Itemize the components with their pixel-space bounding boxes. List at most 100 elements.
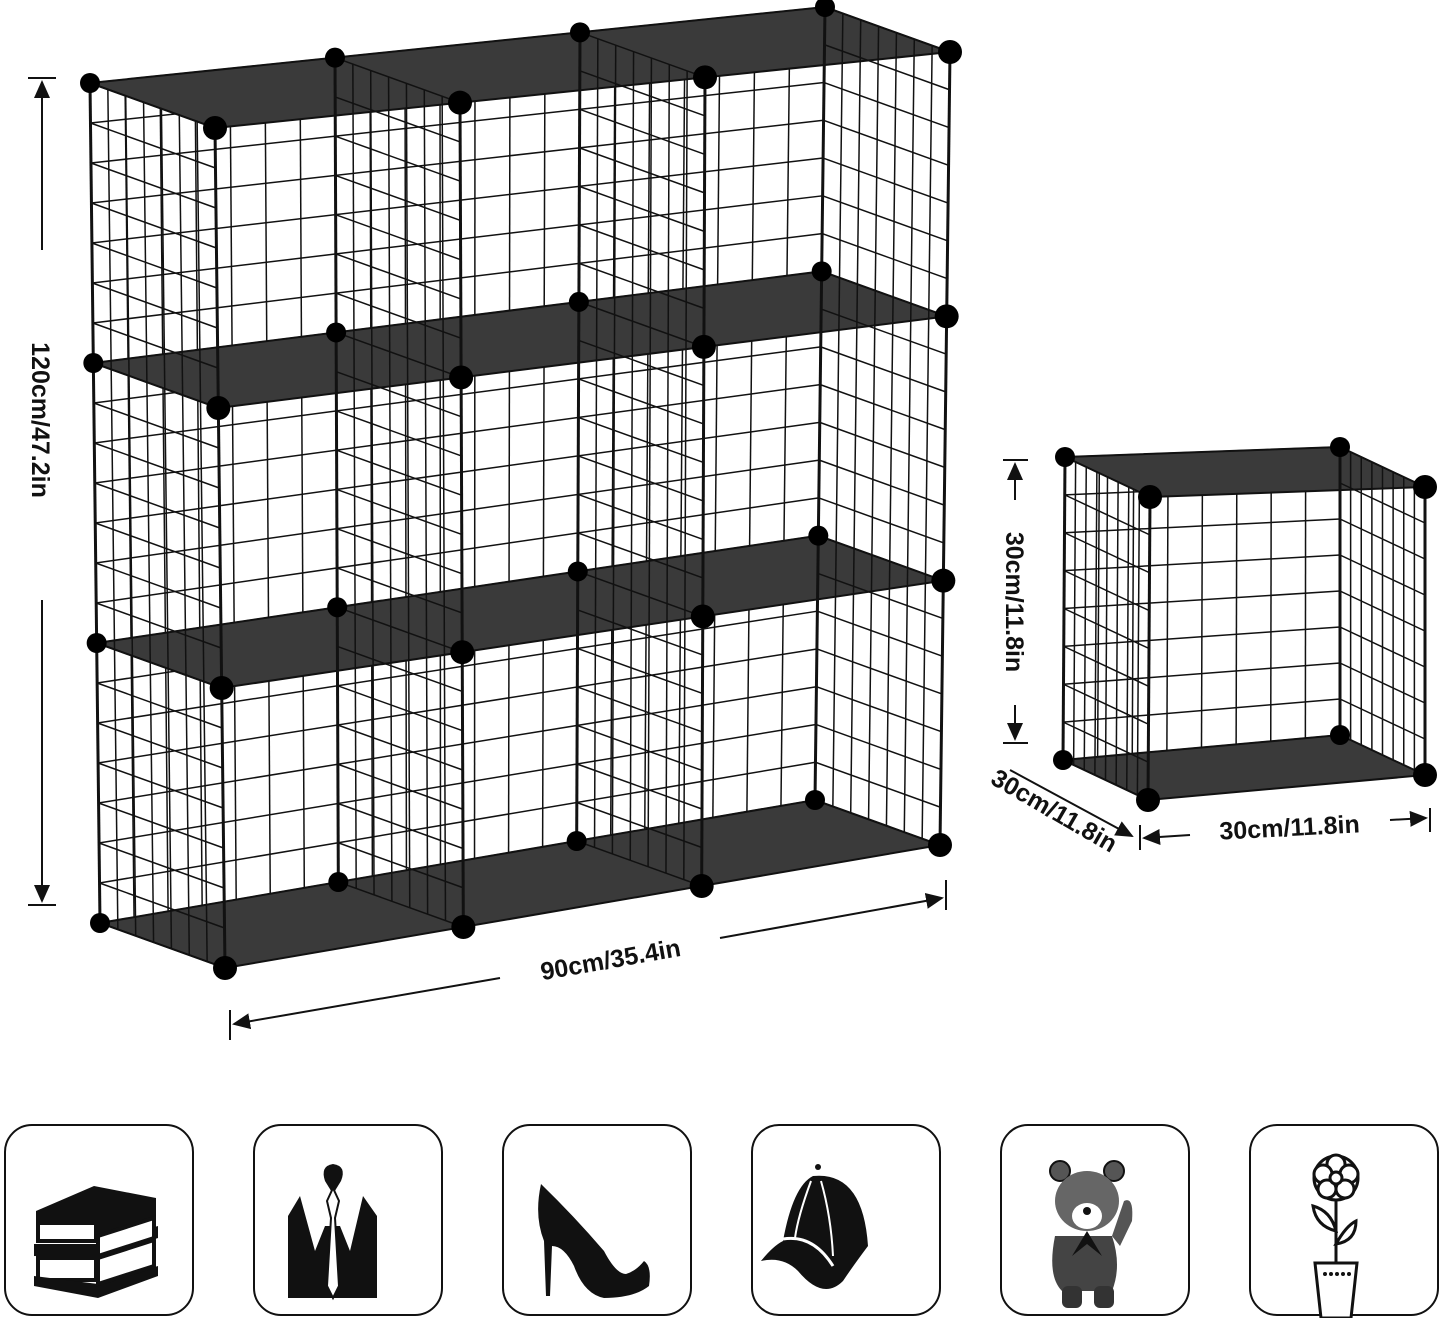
- connector: [931, 568, 956, 593]
- back-wire: [541, 35, 546, 847]
- side-wire: [96, 682, 223, 729]
- side-wire: [576, 724, 703, 772]
- side-wire: [334, 96, 461, 143]
- frame-edge: [575, 32, 582, 842]
- books-icon: [34, 1186, 158, 1298]
- side-wire: [97, 722, 223, 769]
- back-wire: [404, 50, 408, 871]
- side-wire: [1339, 446, 1426, 488]
- large-cube-shelf: [80, 0, 962, 980]
- back-wire: [299, 61, 306, 888]
- height-cube-label: 30cm/11.8in: [1000, 532, 1028, 672]
- back-wire: [712, 17, 721, 818]
- connector: [1330, 725, 1350, 745]
- use-books: [4, 1124, 194, 1316]
- side-wire: [405, 83, 411, 908]
- side-wire: [335, 292, 462, 339]
- connector: [1330, 437, 1350, 457]
- side-wire: [91, 242, 218, 289]
- side-wire: [142, 102, 155, 943]
- side-wire: [334, 56, 461, 104]
- side-wire: [817, 572, 944, 620]
- side-wire: [577, 647, 703, 695]
- back-wire: [507, 39, 511, 853]
- side-wire: [577, 493, 704, 541]
- side-wire: [335, 213, 461, 261]
- connector: [1413, 763, 1437, 787]
- side-wire: [196, 121, 208, 962]
- side-wire: [423, 89, 429, 915]
- side-wire: [578, 416, 704, 464]
- connector: [80, 73, 100, 93]
- side-wire: [97, 762, 224, 809]
- connector: [327, 597, 348, 618]
- side-wire: [90, 122, 216, 169]
- side-wire: [577, 532, 704, 579]
- side-wire: [821, 270, 947, 318]
- shelf-panel: [92, 270, 948, 410]
- side-wire: [816, 686, 942, 733]
- side-wire: [94, 442, 220, 489]
- connector: [568, 291, 589, 312]
- frame-edge: [813, 6, 827, 801]
- side-wire: [94, 482, 221, 529]
- side-wire: [665, 64, 671, 874]
- connector: [86, 633, 107, 653]
- back-wire: [91, 119, 824, 204]
- back-wire: [229, 68, 237, 900]
- connector: [566, 831, 587, 851]
- side-wire: [820, 346, 946, 393]
- side-wire: [820, 308, 947, 355]
- side-wire: [683, 70, 688, 880]
- side-wire: [578, 262, 705, 310]
- back-wire: [98, 685, 817, 804]
- side-wire: [369, 70, 375, 895]
- side-wire: [337, 842, 464, 889]
- teddy-bear-icon: [1049, 1160, 1133, 1308]
- frame-edge: [458, 102, 465, 928]
- side-wire: [387, 76, 393, 902]
- frame-edge: [88, 82, 102, 924]
- side-wire: [579, 108, 705, 156]
- side-wire: [903, 39, 916, 833]
- width-large-label: 90cm/35.4in: [538, 934, 682, 986]
- side-wire: [579, 147, 705, 194]
- side-wire: [579, 185, 705, 233]
- side-wire: [336, 410, 462, 457]
- side-wire: [89, 82, 216, 129]
- connector: [691, 334, 716, 359]
- back-wire: [1063, 590, 1341, 610]
- side-wire: [98, 802, 224, 849]
- side-wire: [629, 51, 635, 861]
- side-wire: [93, 362, 219, 409]
- side-wire: [336, 370, 462, 418]
- side-wire: [91, 202, 217, 249]
- back-wire: [1063, 626, 1341, 648]
- connector: [1413, 475, 1437, 499]
- side-wire: [1063, 607, 1150, 650]
- side-wire: [822, 157, 949, 204]
- side-wire: [823, 81, 950, 129]
- connector: [450, 640, 475, 665]
- side-wire: [337, 802, 464, 850]
- side-wire: [336, 567, 463, 614]
- side-wire: [576, 763, 703, 810]
- side-wire: [93, 402, 220, 449]
- side-wire: [593, 38, 599, 848]
- side-wire: [578, 378, 704, 425]
- side-wire: [336, 528, 463, 575]
- side-wire: [577, 455, 704, 502]
- side-wire: [849, 19, 862, 813]
- side-wire: [1063, 645, 1150, 688]
- side-wire: [824, 6, 951, 53]
- shelf-panel: [1059, 733, 1429, 802]
- back-wire: [95, 459, 820, 564]
- side-wire: [337, 763, 464, 810]
- connector: [328, 872, 349, 892]
- side-wire: [94, 522, 221, 569]
- connector: [448, 90, 472, 115]
- back-wire: [92, 195, 823, 284]
- connector: [206, 396, 231, 420]
- side-wire: [815, 761, 941, 808]
- side-wire: [160, 108, 173, 949]
